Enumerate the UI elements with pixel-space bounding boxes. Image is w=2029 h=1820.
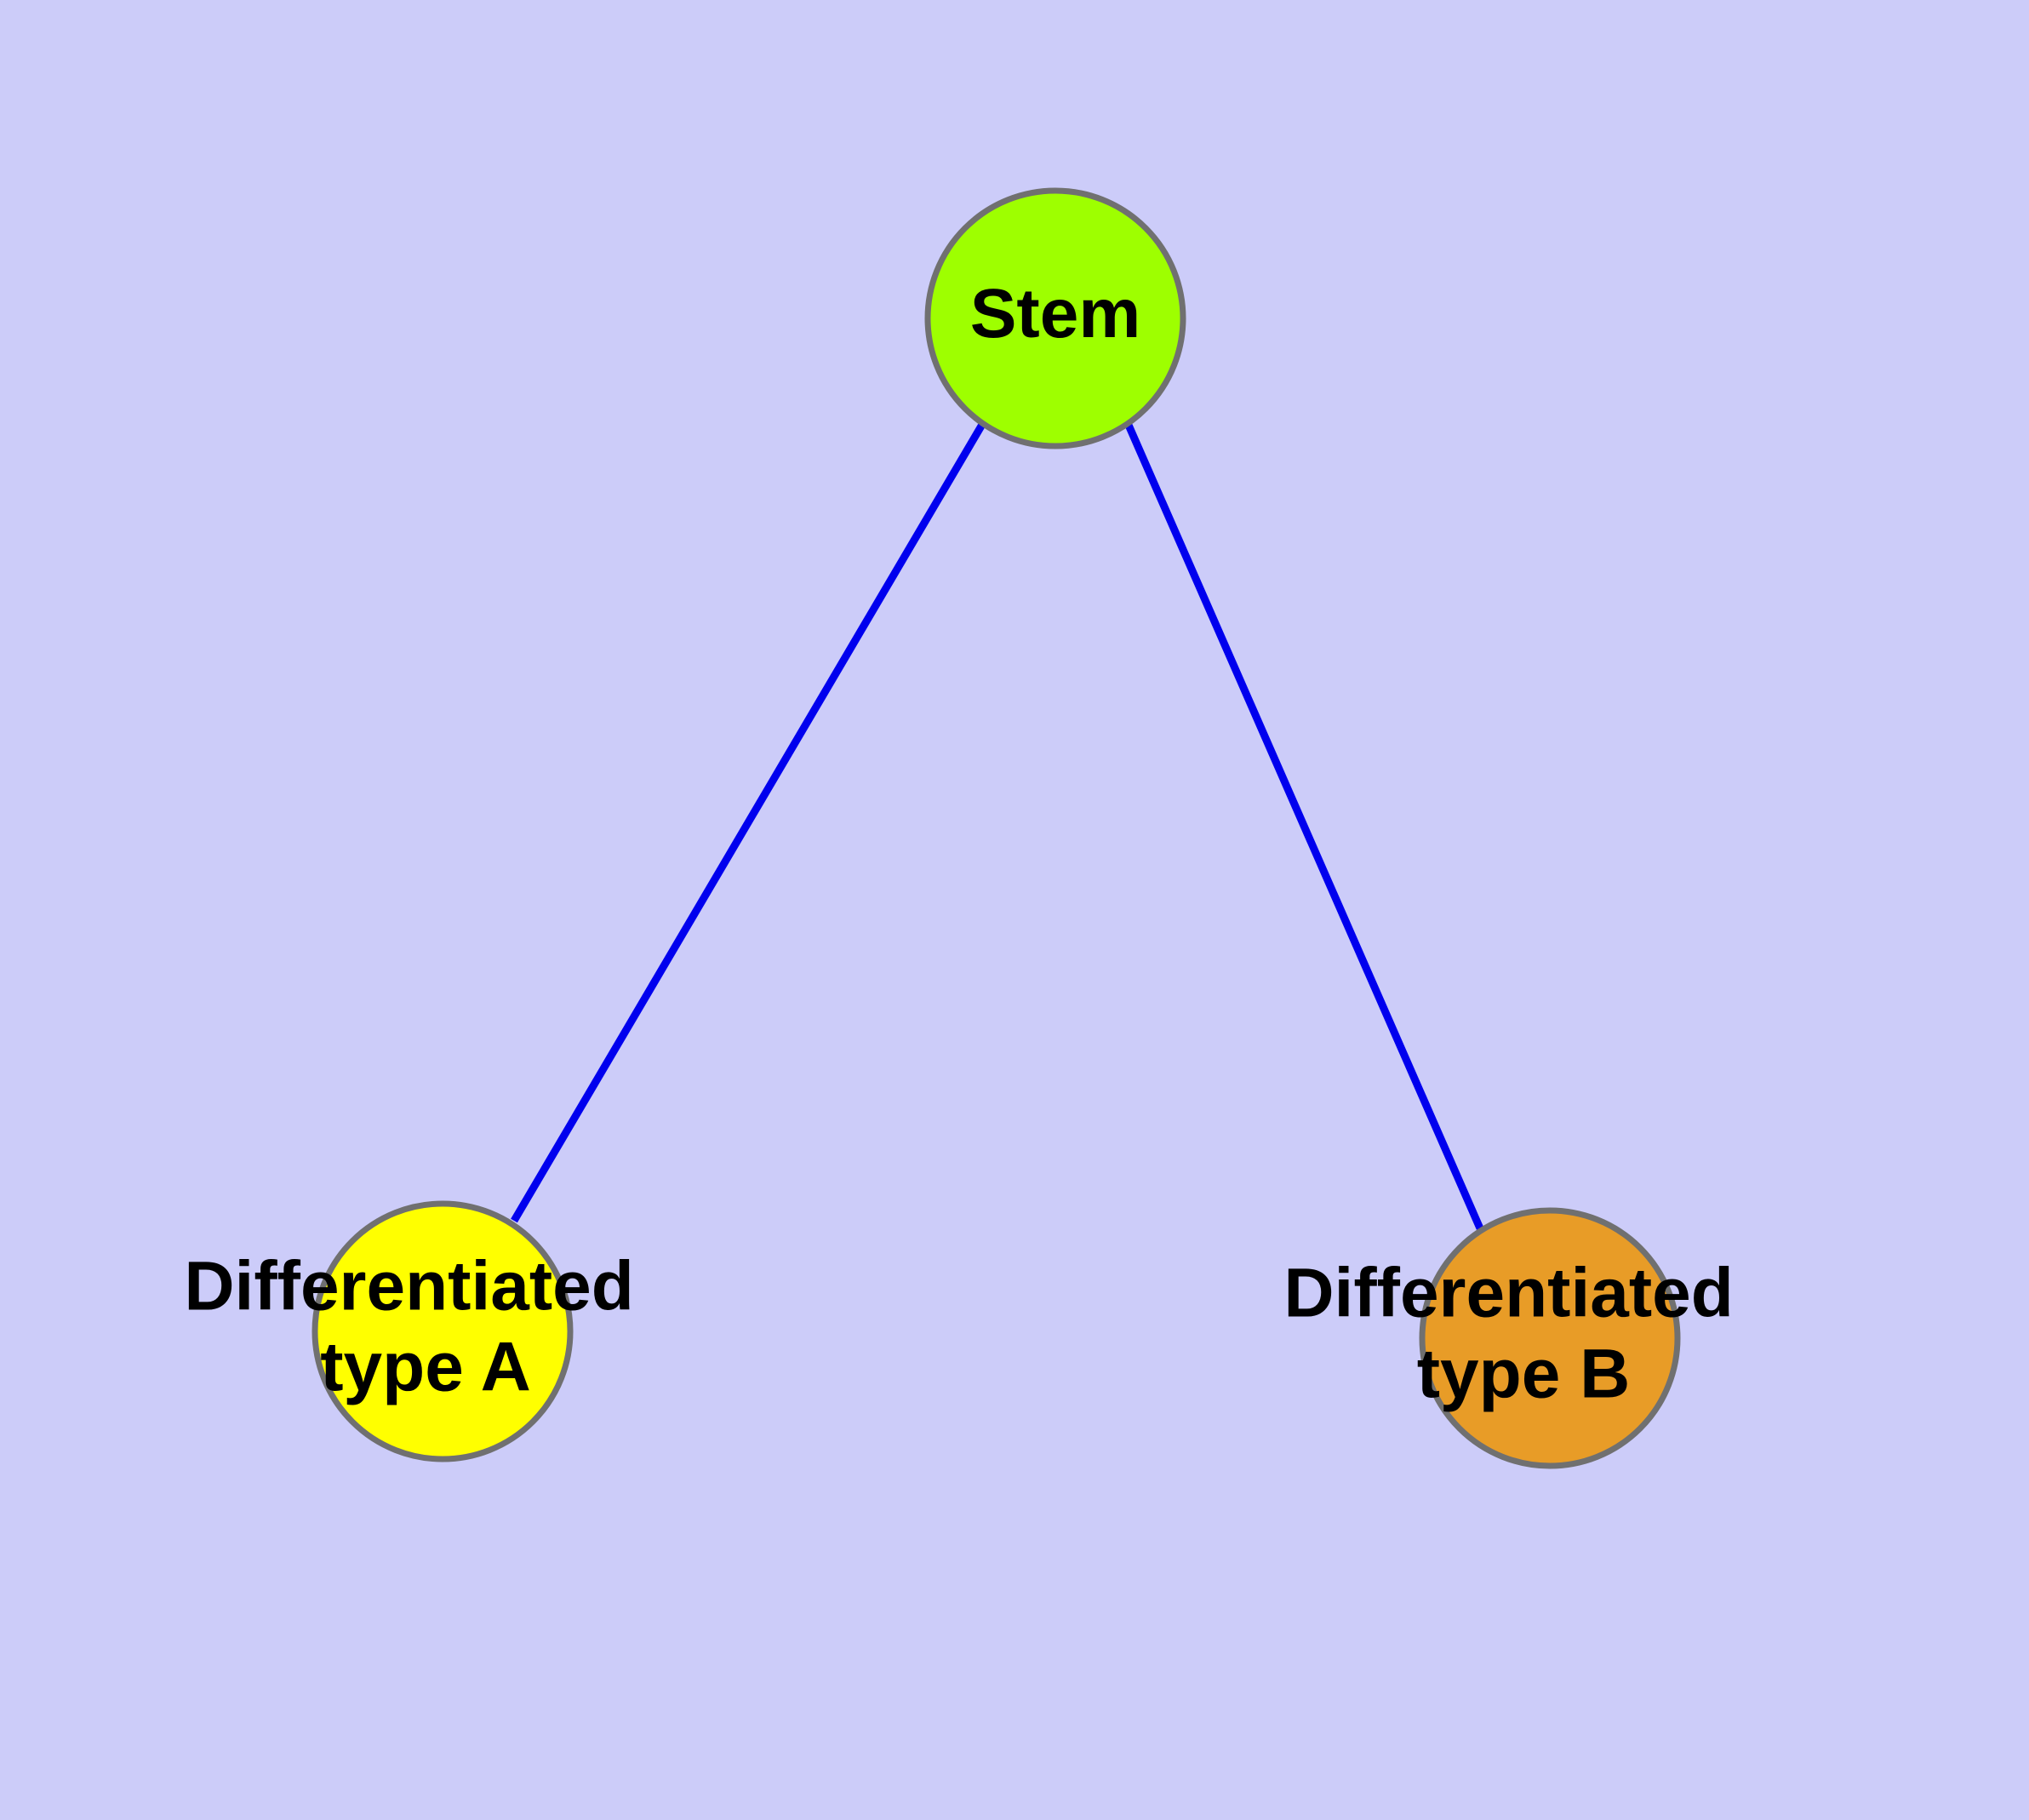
node-differentiated-type-a-label: Differentiated type A bbox=[184, 1247, 653, 1405]
edge-stem-to-differentiated-type-a[interactable] bbox=[511, 421, 986, 1223]
node-stem-label: Stem bbox=[970, 275, 1141, 352]
node-differentiated-type-b-circle[interactable] bbox=[1419, 1207, 1681, 1469]
node-differentiated-type-b-label: Differentiated type B bbox=[1283, 1254, 1752, 1412]
node-stem-label-line-1: Stem bbox=[970, 275, 1141, 352]
node-differentiated-type-a-circle[interactable] bbox=[311, 1200, 574, 1462]
edge-stem-to-differentiated-type-b[interactable] bbox=[1123, 421, 1484, 1230]
node-differentiated-type-b-label-line-1: Differentiated bbox=[1283, 1254, 1734, 1331]
node-differentiated-type-a-label-line-2: type A bbox=[320, 1328, 531, 1405]
nodes-layer bbox=[311, 187, 1681, 1469]
labels-layer: Stem Differentiated type A Differentiate… bbox=[184, 275, 1752, 1413]
node-stem-circle[interactable] bbox=[924, 187, 1186, 449]
node-differentiated-type-b-label-line-2: type B bbox=[1417, 1335, 1631, 1412]
edges-layer bbox=[511, 421, 1484, 1230]
node-differentiated-type-a-label-line-1: Differentiated bbox=[184, 1247, 634, 1325]
